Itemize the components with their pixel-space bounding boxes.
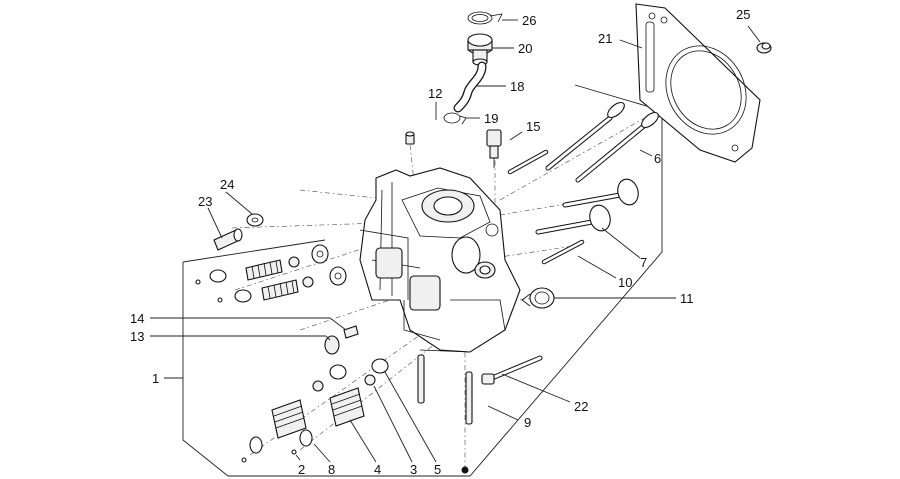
cylinder-head	[359, 167, 521, 353]
callout-6: 6	[654, 151, 661, 166]
callout-labels: 26 20 18 19 12 15 21 25 6 7 10 11 22 9 2…	[130, 7, 750, 477]
hose-clip	[467, 11, 503, 25]
head-bolt	[481, 355, 543, 385]
breather-cap	[467, 33, 493, 66]
sealing-washer	[246, 213, 264, 227]
valve-springs-upper	[195, 244, 347, 303]
callout-10: 10	[618, 275, 632, 290]
callout-21: 21	[598, 31, 612, 46]
dowel-pin	[756, 42, 772, 54]
assembly-group-frame	[182, 84, 663, 477]
callout-18: 18	[510, 79, 524, 94]
valves-lower	[535, 178, 639, 235]
callout-25: 25	[736, 7, 750, 22]
valve-guides	[507, 149, 585, 265]
callout-3: 3	[410, 462, 417, 477]
callout-11: 11	[680, 291, 694, 306]
callout-12: 12	[428, 86, 442, 101]
breather-hose	[453, 61, 487, 113]
plug-cap	[324, 335, 340, 355]
intake-clamp	[521, 287, 555, 309]
reference-dot	[461, 466, 469, 474]
callout-9: 9	[524, 415, 531, 430]
temperature-sensor	[486, 129, 502, 168]
leader-lines	[150, 19, 761, 463]
callout-22: 22	[574, 399, 588, 414]
callout-26: 26	[522, 13, 536, 28]
tappet-adjuster	[343, 325, 359, 339]
rocker-sleeve	[213, 228, 243, 251]
callout-23: 23	[198, 194, 212, 209]
callout-24: 24	[220, 177, 234, 192]
callout-8: 8	[328, 462, 335, 477]
callout-15: 15	[526, 119, 540, 134]
locating-pin	[405, 131, 415, 145]
callout-4: 4	[374, 462, 381, 477]
valve-springs-lower	[241, 358, 389, 463]
callout-1: 1	[152, 371, 159, 386]
callout-7: 7	[640, 255, 647, 270]
callout-19: 19	[484, 111, 498, 126]
intake-exhaust-valves	[545, 101, 659, 183]
callout-14: 14	[130, 311, 144, 326]
cylinder-studs	[417, 354, 473, 425]
callout-2: 2	[298, 462, 305, 477]
callout-13: 13	[130, 329, 144, 344]
callout-5: 5	[434, 462, 441, 477]
head-gasket	[635, 3, 761, 163]
callout-20: 20	[518, 41, 532, 56]
hose-clamp	[443, 112, 467, 125]
